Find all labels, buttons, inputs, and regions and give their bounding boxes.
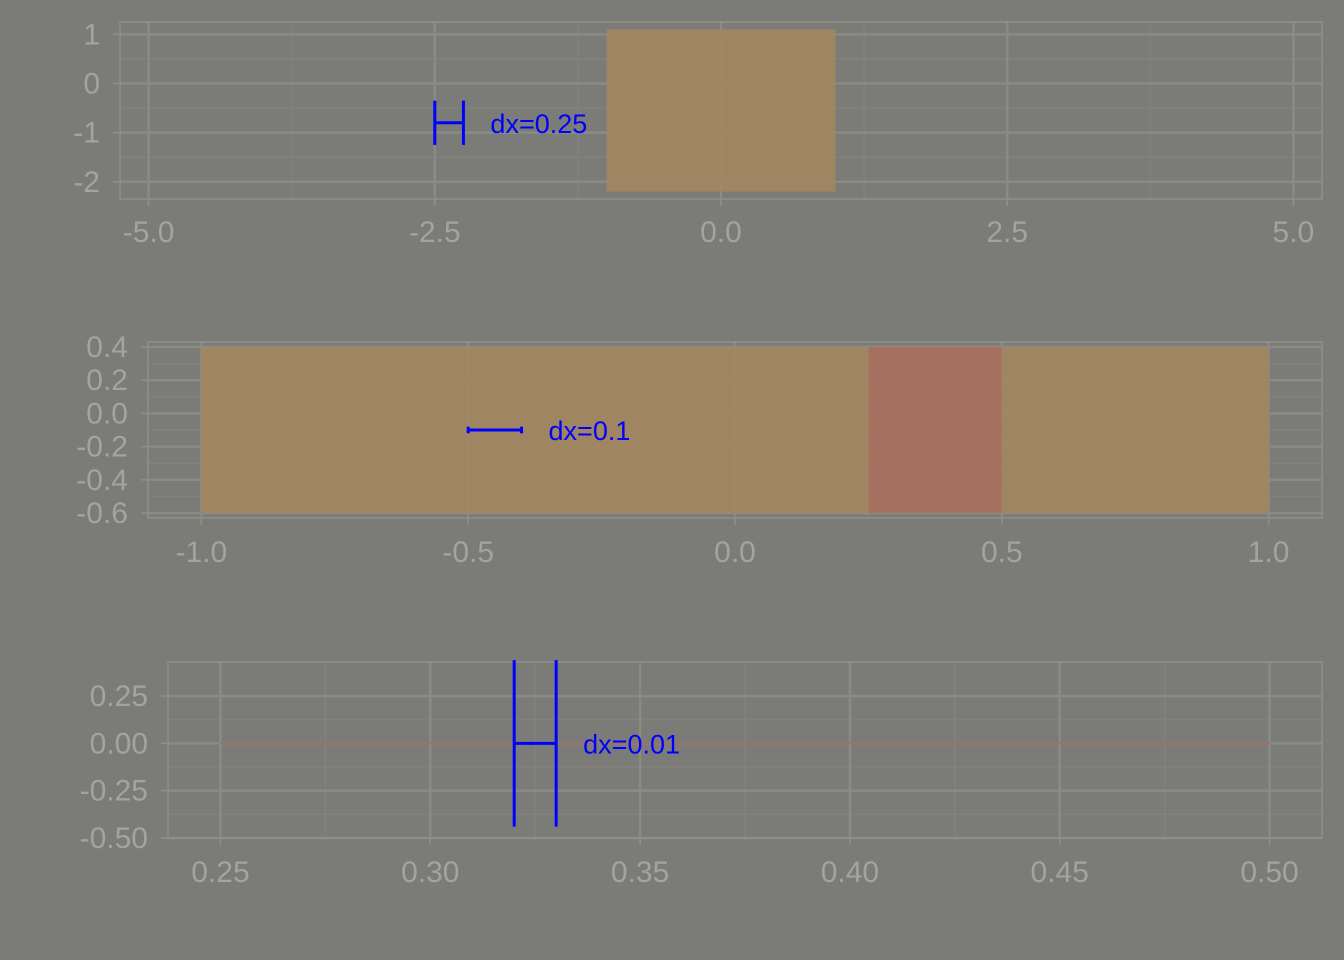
x-tick-label: 0.0: [700, 216, 742, 249]
y-tick-label: 0.2: [86, 364, 128, 397]
x-tick-label: 0.5: [981, 536, 1023, 569]
y-tick-label: 0: [83, 67, 100, 100]
rect-orange: [606, 29, 836, 192]
panel-top: -5.0 -2.5 0.0 2.5 5.0 1 0 -1 -2 dx=0.25: [73, 18, 1323, 249]
x-tick-label: -1.0: [176, 536, 228, 569]
dx-label: dx=0.01: [583, 729, 680, 759]
y-tick-label: -0.2: [76, 431, 128, 464]
panel-frame: [167, 661, 1323, 839]
panel-bottom: 0.25 0.30 0.35 0.40 0.45 0.50 0.25 0.00 -0.25 -0.…: [80, 660, 1323, 889]
dx-scale-bar: dx=0.25: [433, 100, 587, 145]
y-tick-label: -0.25: [80, 775, 148, 808]
x-tick-label: 0.40: [821, 856, 879, 889]
rect-red: [868, 346, 1002, 514]
dx-scale-bar: dx=0.01: [512, 660, 680, 827]
dx-scale-bar: dx=0.1: [466, 416, 631, 446]
y-tick-label: -0.6: [76, 497, 128, 530]
x-tick-label: 1.0: [1248, 536, 1290, 569]
x-tick-label: -2.5: [409, 216, 461, 249]
y-tick-label: -1: [73, 117, 100, 150]
y-tick-label: -0.50: [80, 822, 148, 855]
y-tick-label: -2: [73, 166, 100, 199]
x-tick-label: -0.5: [442, 536, 494, 569]
x-tick-label: 2.5: [986, 216, 1028, 249]
x-tick-label: 0.25: [191, 856, 249, 889]
x-tick-label: 0.35: [611, 856, 669, 889]
y-tick-label: 0.25: [90, 680, 148, 713]
y-tick-label: 1: [83, 18, 100, 51]
x-tick-label: 0.50: [1240, 856, 1298, 889]
x-tick-label: -5.0: [123, 216, 175, 249]
y-tick-label: 0.4: [86, 331, 128, 364]
x-tick-label: 0.30: [401, 856, 459, 889]
x-tick-label: 5.0: [1273, 216, 1315, 249]
rect-orange: [201, 346, 1269, 514]
dx-label: dx=0.1: [549, 416, 631, 446]
y-tick-label: 0.0: [86, 397, 128, 430]
x-tick-label: 0.0: [714, 536, 756, 569]
y-tick-label: 0.00: [90, 727, 148, 760]
y-tick-label: -0.4: [76, 464, 128, 497]
x-tick-label: 0.45: [1031, 856, 1089, 889]
dx-label: dx=0.25: [490, 109, 587, 139]
